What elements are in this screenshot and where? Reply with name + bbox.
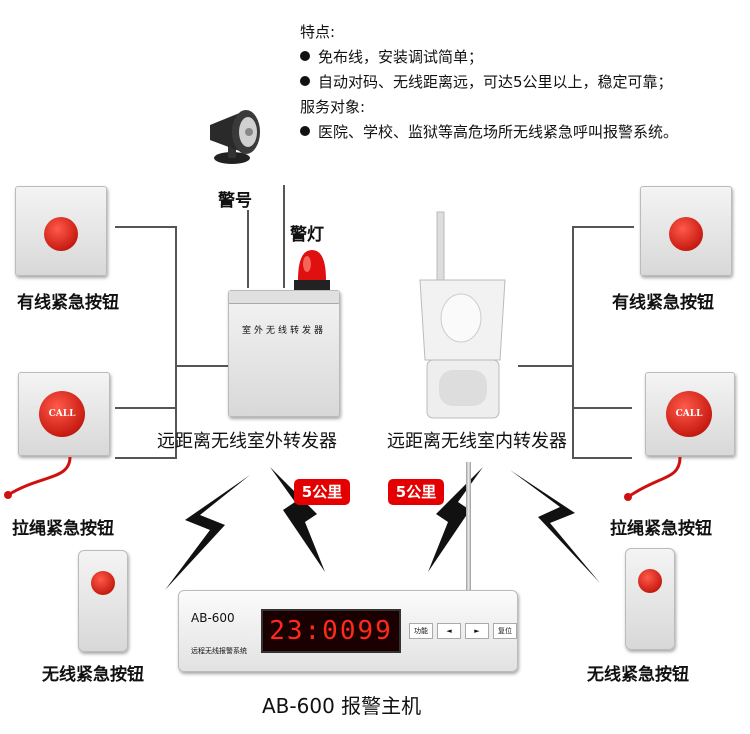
wireless-left-label: 无线紧急按钮 [42,665,144,685]
range-tag-right: 5公里 [388,479,444,505]
wire [572,226,634,228]
red-button-icon [638,569,662,593]
alarm-host: AB-600 远程无线报警系统 23:0099 功能 ◄ ► 复位 [178,590,518,672]
wire [115,457,177,459]
wire [572,407,632,409]
wired-button-left [15,186,107,276]
host-label: AB-600 报警主机 [262,694,422,718]
siren-label: 警号 [218,191,252,211]
call-button-icon: CALL [39,391,85,437]
red-button-icon [91,571,115,595]
wireless-button-left [78,550,128,652]
pull-button-left: CALL [18,372,110,456]
wire [115,226,175,228]
signal-bolt-icon [270,467,325,572]
outdoor-box-text: 室外无线转发器 [241,326,326,336]
bullet-icon [300,75,310,86]
wire [572,457,632,459]
outdoor-repeater-box: 室外无线转发器 [228,290,340,417]
host-key[interactable]: ► [465,623,489,639]
pull-cord-icon [4,456,72,499]
feature-item: 自动对码、无线距离远，可达5公里以上，稳定可靠； [300,70,678,95]
host-key[interactable]: ◄ [437,623,461,639]
host-model: AB-600 [191,611,235,625]
bullet-icon [300,50,310,61]
red-button-icon [669,217,703,251]
features-title: 特点: [300,23,336,41]
wire [572,226,574,458]
antenna-icon [466,462,471,592]
range-tag-left: 5公里 [294,479,350,505]
host-key[interactable]: 复位 [493,623,517,639]
red-button-icon [44,217,78,251]
wire [283,185,285,288]
signal-bolt-icon [165,475,250,590]
wire [175,226,177,458]
pull-cord-icon [624,456,682,501]
service-item: 医院、学校、监狱等高危场所无线紧急呼叫报警系统。 [300,120,678,145]
outdoor-repeater-label: 远距离无线室外转发器 [157,431,337,452]
signal-bolt-icon [428,467,483,572]
host-system-name: 远程无线报警系统 [191,647,247,655]
host-keys: 功能 ◄ ► 复位 [409,623,517,639]
host-key[interactable]: 功能 [409,623,433,639]
wire [247,210,249,288]
pull-left-label: 拉绳紧急按钮 [12,519,114,539]
wire [518,365,574,367]
service-title: 服务对象: [300,98,366,116]
wired-left-label: 有线紧急按钮 [17,293,119,313]
wired-button-right [640,186,732,276]
signal-bolt-icon [510,470,600,583]
bullet-icon [300,125,310,136]
wire [175,365,233,367]
wire [115,407,177,409]
wireless-right-label: 无线紧急按钮 [587,665,689,685]
feature-item: 免布线，安装调试简单； [300,45,678,70]
pull-right-label: 拉绳紧急按钮 [610,519,712,539]
siren-icon [210,110,260,164]
wireless-button-right [625,548,675,650]
features-block: 特点: 免布线，安装调试简单； 自动对码、无线距离远，可达5公里以上，稳定可靠；… [300,20,678,145]
pull-button-right: CALL [645,372,735,456]
indoor-repeater-label: 远距离无线室内转发器 [387,431,567,452]
indoor-repeater-icon [419,211,506,419]
beacon-icon [294,250,330,290]
wired-right-label: 有线紧急按钮 [612,293,714,313]
beacon-label: 警灯 [290,225,324,245]
call-button-icon: CALL [666,391,712,437]
host-display: 23:0099 [261,609,401,653]
